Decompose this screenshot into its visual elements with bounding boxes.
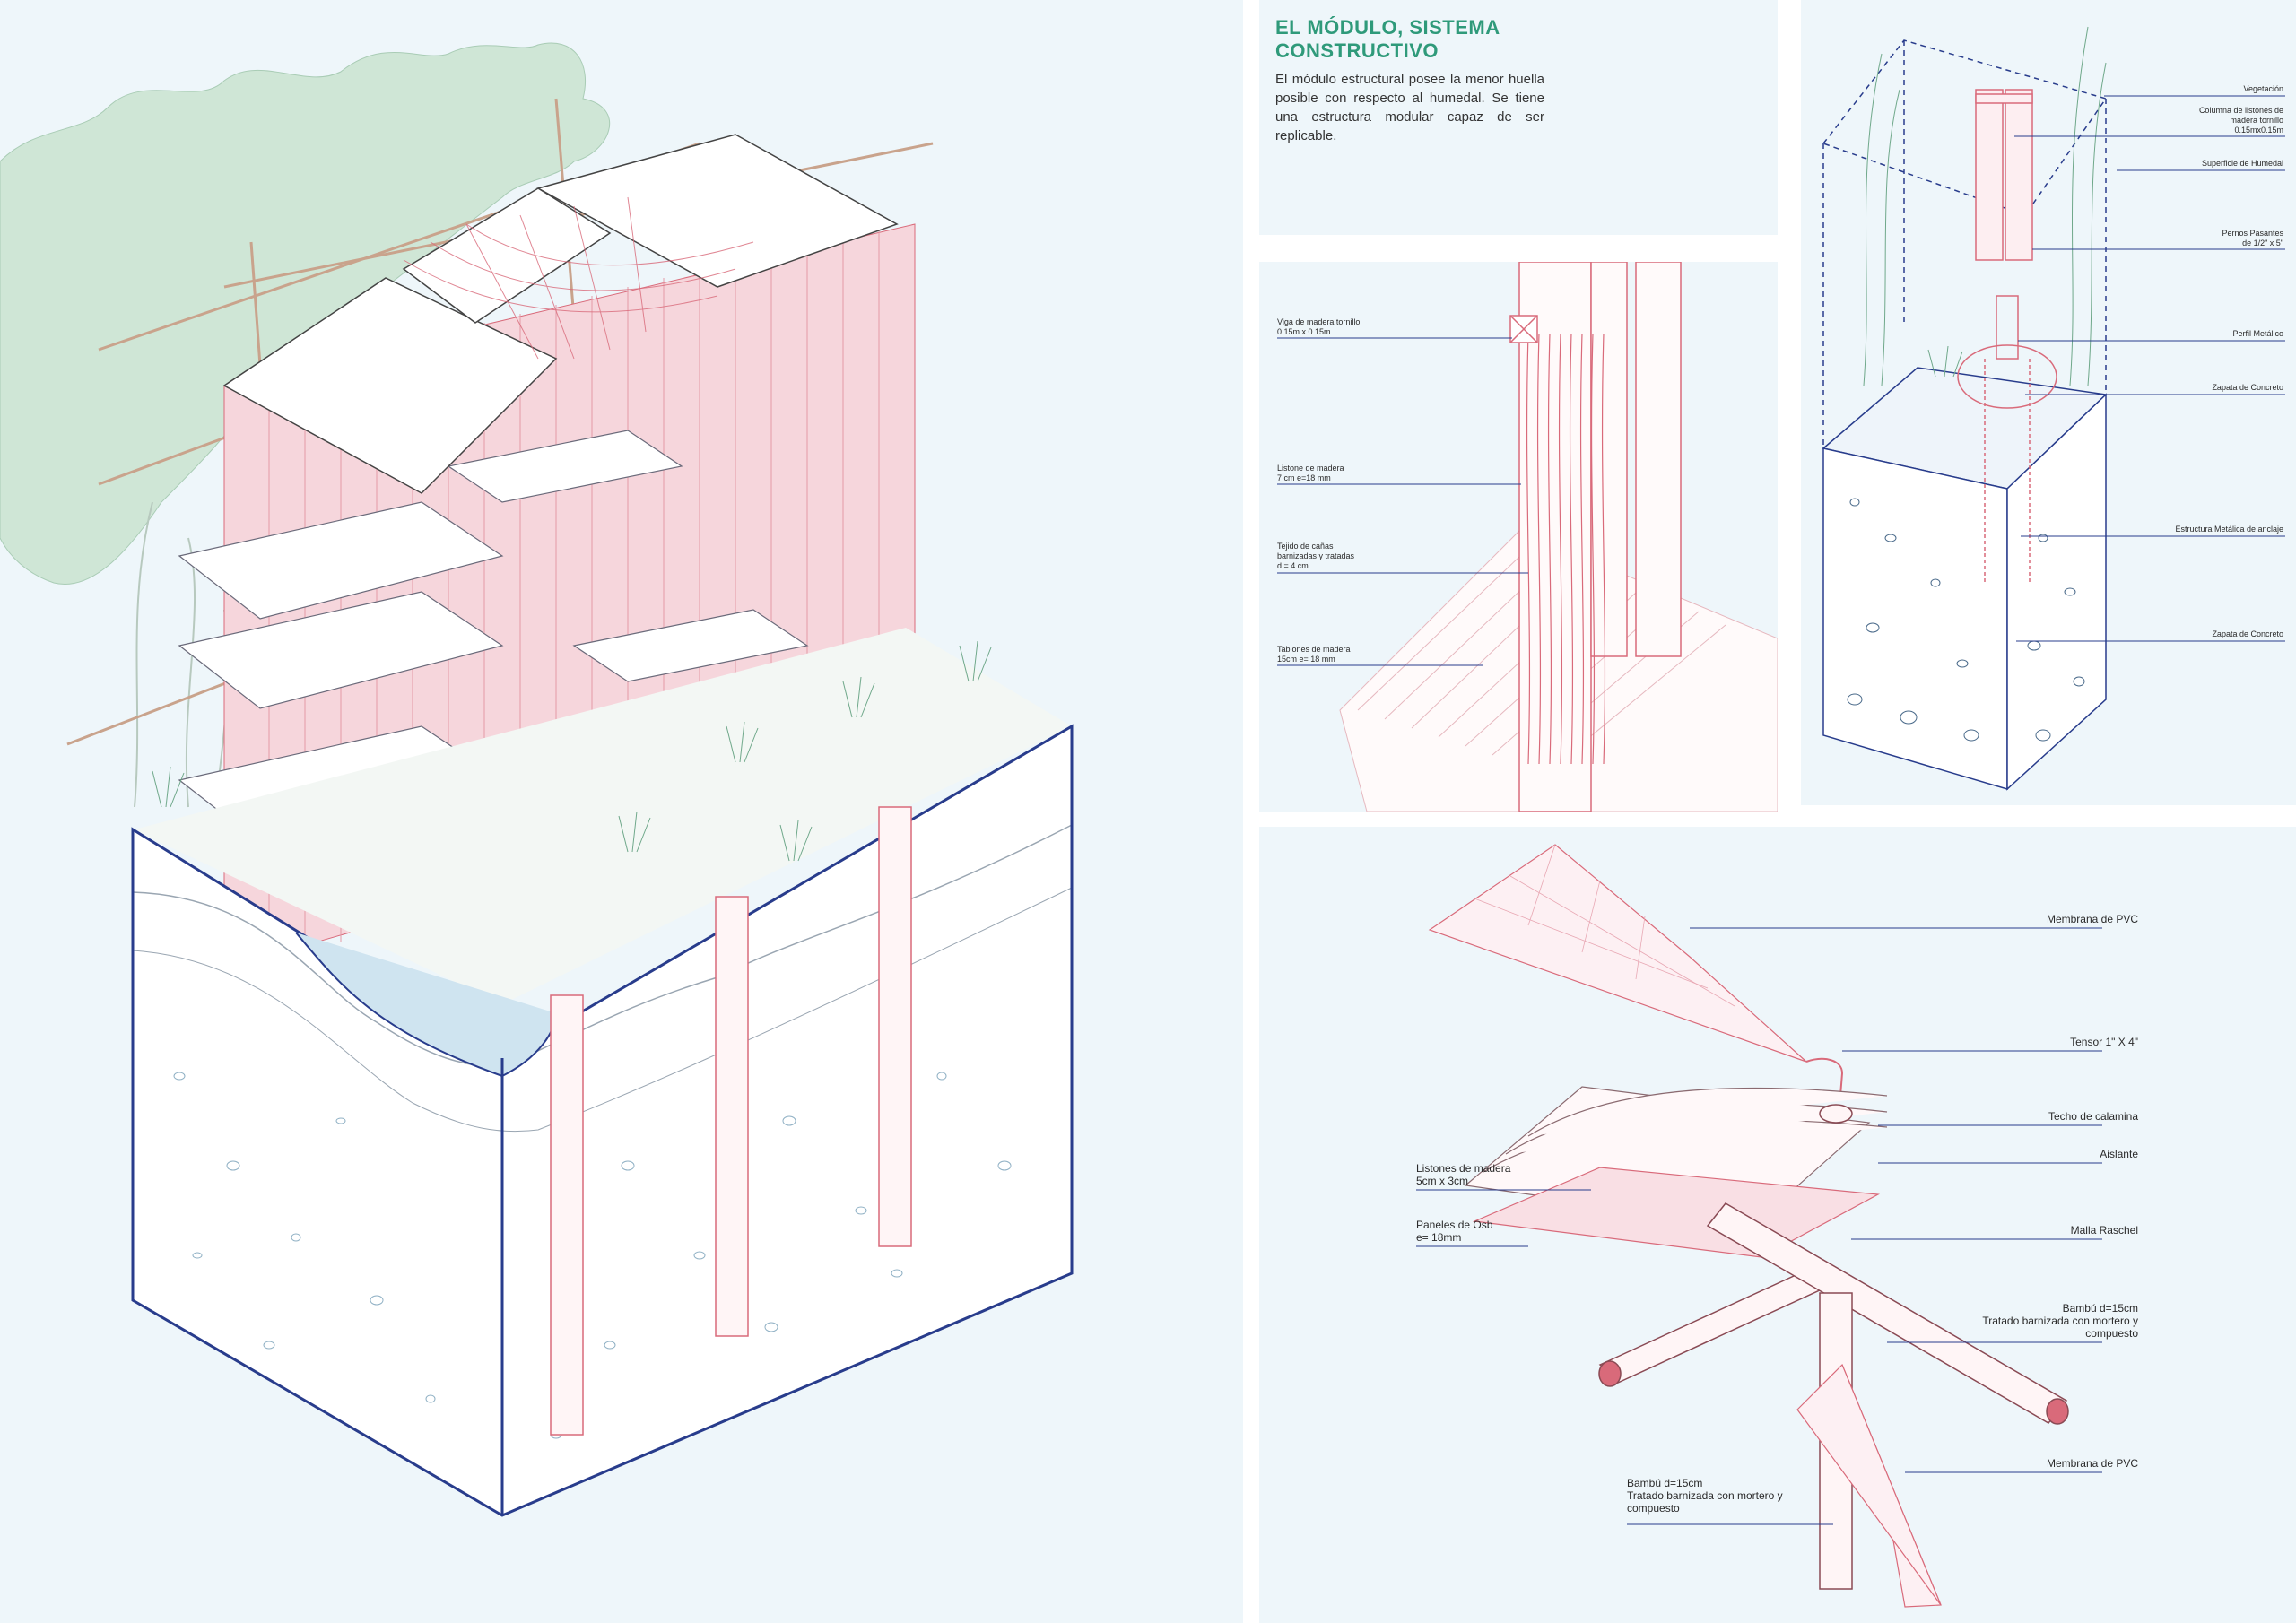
label-listone: Listone de madera 7 cm e=18 mm: [1277, 464, 1344, 482]
foundation-leaders: [2014, 95, 2285, 642]
label-pernos: Pernos Pasantes de 1/2" x 5": [2222, 229, 2283, 247]
section-title-line1: EL MÓDULO, SISTEMA: [1275, 16, 1500, 39]
beam-section: [1509, 315, 1538, 343]
metal-anchor: [1957, 295, 2057, 583]
label-tejido: Tejido de cañas barnizadas y tratadas d …: [1277, 542, 1355, 570]
label-perfil: Perfil Metálico: [2232, 329, 2283, 338]
label-techo: Techo de calamina: [2048, 1110, 2138, 1123]
label-listones: Listones de madera 5cm x 3cm: [1416, 1162, 1511, 1187]
label-zapata-1: Zapata de Concreto: [2212, 383, 2283, 392]
leader-lines: [1277, 337, 1528, 666]
label-bambu-left: Bambú d=15cm Tratado barnizada con morte…: [1627, 1477, 1783, 1515]
vegetation: [152, 640, 992, 862]
wall-detail-drawing: [1277, 262, 1778, 812]
label-tablones: Tablones de madera 15cm e= 18 mm: [1277, 645, 1351, 664]
tree-canopy: [0, 42, 610, 585]
foundation-detail-drawing: [1822, 26, 2285, 791]
roof-detail-panel: Membrana de PVC Tensor 1" X 4" Techo de …: [1259, 827, 2296, 1623]
membrane-bottom: [1796, 1363, 1942, 1608]
tension-net: [403, 196, 754, 360]
ground-block: [131, 628, 1074, 1517]
label-membrana-2: Membrana de PVC: [2046, 1457, 2138, 1470]
foundation-detail-panel: Vegetación Columna de listones de madera…: [1801, 0, 2296, 805]
label-vegetacion: Vegetación: [2243, 84, 2283, 93]
wood-post: [1518, 262, 1682, 812]
membrane-top-grid: [1474, 844, 1735, 1007]
label-membrana-1: Membrana de PVC: [2046, 913, 2138, 925]
soil-pebbles: [173, 1072, 1012, 1439]
label-aislante: Aislante: [2100, 1148, 2138, 1160]
foundation-vegetation: [1863, 26, 2107, 386]
label-estructura-metalica: Estructura Metálica de anclaje: [2175, 525, 2283, 534]
label-superficie: Superficie de Humedal: [2201, 159, 2283, 168]
cane-weave: [1526, 333, 1606, 765]
piles: [550, 806, 912, 1436]
section-description: El módulo estructural posee la menor hue…: [1275, 72, 1544, 143]
label-malla: Malla Raschel: [2070, 1224, 2138, 1237]
label-viga: Viga de madera tornillo 0.15m x 0.15m: [1277, 317, 1361, 336]
section-title-line2: CONSTRUCTIVO: [1275, 39, 1439, 62]
roof-detail-drawing: [1416, 844, 2102, 1608]
concrete-block: [1822, 367, 2108, 791]
roofs: [222, 134, 899, 494]
title-panel: EL MÓDULO, SISTEMA CONSTRUCTIVO El módul…: [1259, 0, 1778, 235]
label-zapata-2: Zapata de Concreto: [2212, 629, 2283, 638]
label-columna: Columna de listones de madera tornillo 0…: [2198, 106, 2283, 135]
wall-detail-panel: Viga de madera tornillo 0.15m x 0.15m Li…: [1259, 262, 1778, 812]
roof-leaders: [1416, 927, 2102, 1525]
dashed-volume: [1822, 39, 2108, 448]
label-bambu-right: Bambú d=15cm Tratado barnizada con morte…: [1982, 1302, 2138, 1340]
wood-column: [1975, 89, 2033, 261]
section-title: EL MÓDULO, SISTEMA CONSTRUCTIVO: [1275, 16, 1742, 63]
main-axonometric-drawing: [0, 42, 1074, 1517]
tensor: [1805, 1057, 1844, 1097]
main-axonometric-panel: [0, 0, 1243, 1623]
membrane-top: [1428, 844, 1807, 1063]
label-paneles: Paneles de Osb e= 18mm: [1416, 1219, 1493, 1244]
label-tensor: Tensor 1" X 4": [2070, 1036, 2138, 1048]
